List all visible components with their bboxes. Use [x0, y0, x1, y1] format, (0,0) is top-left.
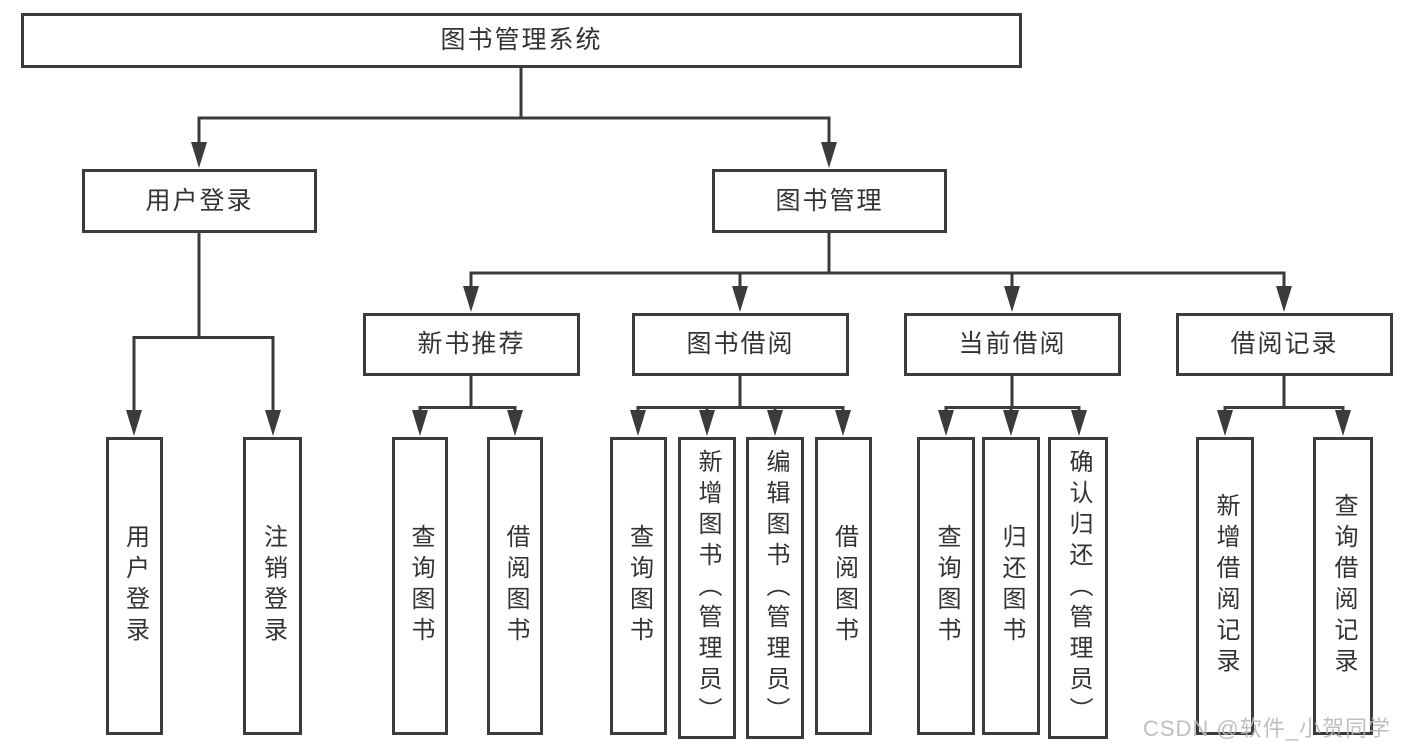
node-book-management-label: 图书管理	[775, 186, 884, 215]
leaf-borrow-books-recommend: 借阅图书	[487, 437, 543, 735]
node-current-borrowing-label: 当前借阅	[958, 330, 1067, 358]
connector-current-borrowing-to-leaves	[938, 376, 1087, 436]
leaf-query-borrow-record-label: 查询借阅记录	[1330, 493, 1357, 679]
leaf-borrow-books-borrowing: 借阅图书	[815, 437, 872, 735]
node-current-borrowing: 当前借阅	[904, 313, 1121, 376]
leaf-borrow-books-borrowing-label: 借阅图书	[830, 524, 858, 648]
leaf-return-books: 归还图书	[982, 437, 1040, 735]
connector-new-book-recommendation-to-leaves	[412, 376, 523, 436]
connector-user-login-to-leaves	[126, 233, 281, 436]
leaf-confirm-return-admin: 确认归还（管理员）	[1048, 437, 1108, 739]
connector-book-borrowing-to-leaves	[630, 376, 851, 436]
leaf-edit-books-admin-label: 编辑图书（管理员）	[762, 448, 789, 728]
leaf-add-books-admin-label: 新增图书（管理员）	[694, 448, 721, 728]
connector-borrowing-records-to-leaves	[1217, 376, 1351, 436]
leaf-user-login-label: 用户登录	[121, 524, 149, 648]
leaf-borrow-books-recommend-label: 借阅图书	[502, 524, 529, 648]
node-user-login: 用户登录	[82, 169, 317, 233]
leaf-logout: 注销登录	[243, 437, 302, 735]
node-root-system: 图书管理系统	[21, 13, 1022, 68]
node-borrowing-records: 借阅记录	[1176, 313, 1393, 376]
node-user-login-label: 用户登录	[145, 186, 254, 215]
leaf-add-books-admin: 新增图书（管理员）	[678, 437, 736, 739]
node-borrowing-records-label: 借阅记录	[1230, 330, 1339, 358]
leaf-query-books-current-label: 查询图书	[933, 524, 960, 648]
leaf-query-borrow-record: 查询借阅记录	[1313, 437, 1373, 735]
connector-book-management-to-level3	[463, 233, 1292, 312]
leaf-query-books-borrowing-label: 查询图书	[625, 524, 653, 648]
leaf-add-borrow-record-label: 新增借阅记录	[1212, 493, 1239, 679]
leaf-query-books-current: 查询图书	[917, 437, 975, 735]
leaf-query-books-recommend-label: 查询图书	[407, 524, 434, 648]
leaf-return-books-label: 归还图书	[998, 524, 1025, 648]
leaf-logout-label: 注销登录	[259, 524, 287, 648]
node-root-system-label: 图书管理系统	[440, 26, 603, 54]
leaf-add-borrow-record: 新增借阅记录	[1196, 437, 1254, 735]
node-book-borrowing: 图书借阅	[632, 313, 849, 376]
node-new-book-recommendation-label: 新书推荐	[417, 330, 526, 358]
connector-root-to-level2	[191, 68, 837, 168]
leaf-edit-books-admin: 编辑图书（管理员）	[746, 437, 804, 739]
leaf-user-login: 用户登录	[106, 437, 163, 735]
leaf-query-books-recommend: 查询图书	[392, 437, 448, 735]
leaf-confirm-return-admin-label: 确认归还（管理员）	[1065, 448, 1092, 728]
node-new-book-recommendation: 新书推荐	[363, 313, 580, 376]
node-book-management: 图书管理	[712, 169, 947, 233]
leaf-query-books-borrowing: 查询图书	[610, 437, 667, 735]
node-book-borrowing-label: 图书借阅	[686, 330, 795, 358]
